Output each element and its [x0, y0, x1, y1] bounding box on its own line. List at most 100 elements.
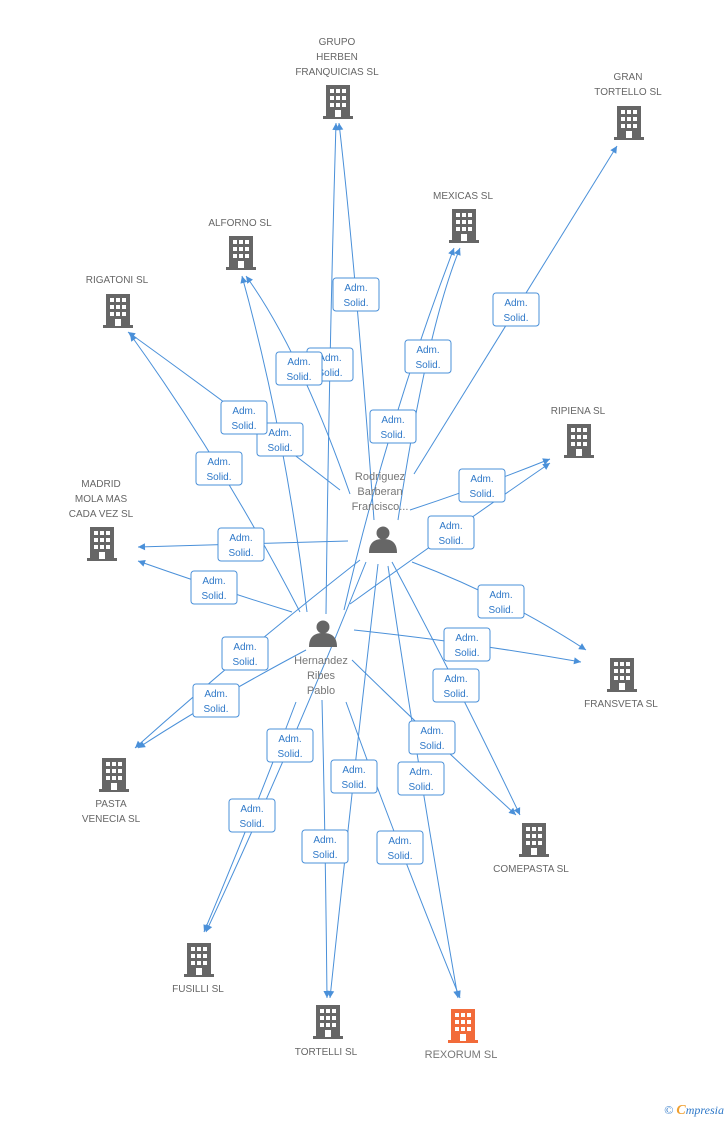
relation-label-hernandez-to-madrid-mola[interactable]: Adm.Solid. [190, 570, 238, 605]
relation-label-text: Solid. [317, 368, 342, 379]
arrow-head [454, 990, 461, 998]
company-node-gran-tortello[interactable]: GRAN TORTELLO SL [594, 72, 662, 140]
relation-label-text: Solid. [312, 850, 337, 861]
relation-label-hernandez-to-fusilli[interactable]: Adm.Solid. [228, 798, 276, 833]
relation-label-box [266, 728, 314, 763]
company-node-mexicas[interactable]: MEXICAS SL [433, 191, 493, 243]
building-icon [87, 527, 117, 561]
relation-label-text: Solid. [469, 489, 494, 500]
relation-label-hernandez-to-alforno[interactable]: Adm.Solid. [256, 422, 304, 457]
company-label: CADA VEZ SL [69, 509, 134, 520]
relation-label-text: Solid. [387, 851, 412, 862]
person-icon [369, 526, 397, 553]
company-node-grupo-herben[interactable]: GRUPO HERBEN FRANQUICIAS SL [295, 37, 379, 119]
arrow-head [610, 146, 617, 154]
relation-label-rodriguez-to-alforno[interactable]: Adm.Solid. [275, 351, 323, 386]
relation-label-box [427, 515, 475, 550]
relation-label-box [330, 759, 378, 794]
relation-label-rodriguez-to-mexicas[interactable]: Adm.Solid. [404, 339, 452, 374]
arrow-head [246, 276, 253, 284]
relation-label-text: Solid. [343, 298, 368, 309]
company-node-fusilli[interactable]: FUSILLI SL [172, 943, 224, 995]
company-label: MADRID [81, 479, 120, 490]
building-icon [103, 294, 133, 328]
relation-label-text: Adm. [278, 734, 301, 745]
company-node-rexorum[interactable]: REXORUM SL [425, 1009, 498, 1061]
building-icon [519, 823, 549, 857]
arrow-head [448, 248, 455, 256]
company-node-alforno[interactable]: ALFORNO SL [208, 218, 272, 270]
relation-label-text: Solid. [277, 749, 302, 760]
empresia-watermark: ©Cmpresia [664, 1103, 724, 1119]
relation-label-text: Solid. [443, 689, 468, 700]
arrow-head [542, 458, 550, 465]
relation-label-rodriguez-to-pasta-venecia[interactable]: Adm. Solid. [221, 636, 269, 671]
relation-label-box [443, 627, 491, 662]
relation-label-box [369, 409, 417, 444]
brand-initial: C [676, 1103, 686, 1118]
company-label: HERBEN [316, 52, 358, 63]
relation-label-rodriguez-to-grupo-herben[interactable]: Adm.Solid. [332, 277, 380, 312]
relation-label-text: Adm. [204, 689, 227, 700]
relation-label-rodriguez-to-madrid-mola[interactable]: Adm.Solid. [217, 527, 265, 562]
company-label: TORTELLI SL [295, 1047, 358, 1058]
relation-label-text: Adm. [470, 474, 493, 485]
company-label: GRUPO [319, 37, 356, 48]
relation-label-text: Adm. [233, 642, 256, 653]
relation-label-hernandez-to-comepasta[interactable]: Adm.Solid. [408, 720, 456, 755]
relation-label-hernandez-to-ripiena[interactable]: Adm.Solid. [427, 515, 475, 550]
company-node-ripiena[interactable]: RIPIENA SL [551, 406, 606, 458]
relation-label-text: Adm. [489, 590, 512, 601]
relation-label-box [220, 400, 268, 435]
company-node-comepasta[interactable]: COMEPASTA SL [493, 823, 569, 875]
relation-label-text: Adm. [504, 298, 527, 309]
company-label: GRAN [614, 72, 643, 83]
relation-label-hernandez-to-mexicas[interactable]: Adm.Solid. [369, 409, 417, 444]
relation-label-box [192, 683, 240, 718]
relation-label-box [275, 351, 323, 386]
relation-label-rodriguez-to-rexorum[interactable]: Adm. Solid. [397, 761, 445, 796]
relation-label-hernandez-to-fransveta[interactable]: Adm.Solid. [443, 627, 491, 662]
relation-label-hernandez-to-rexorum[interactable]: Adm.Solid. [376, 830, 424, 865]
relation-label-rodriguez-to-rigatoni[interactable]: Adm.Solid. [220, 400, 268, 435]
relation-label-rodriguez-to-fransveta[interactable]: Adm.Solid. [477, 584, 525, 619]
company-label: VENECIA SL [82, 814, 141, 825]
relation-label-text: Solid. [232, 657, 257, 668]
arrow-head [130, 334, 137, 342]
company-label: FRANQUICIAS SL [295, 67, 379, 78]
company-label: ALFORNO SL [208, 218, 272, 229]
arrow-head [240, 276, 248, 284]
company-node-rigatoni[interactable]: RIGATONI SL [86, 275, 149, 328]
company-node-tortelli[interactable]: TORTELLI SL [295, 1005, 358, 1058]
person-node-rodriguez[interactable]: RodriguezBarberanFrancisco... [352, 471, 409, 553]
relation-label-hernandez-to-pasta-venecia[interactable]: Adm. Solid. [192, 683, 240, 718]
company-label: TORTELLO SL [594, 87, 662, 98]
arrow-head [203, 924, 210, 932]
company-node-fransveta[interactable]: FRANSVETA SL [584, 658, 658, 710]
person-label: Rodriguez [355, 471, 405, 483]
relation-label-rodriguez-to-comepasta[interactable]: Adm.Solid. [432, 668, 480, 703]
relation-label-text: Solid. [408, 782, 433, 793]
arrow-head [138, 741, 146, 748]
building-icon [614, 106, 644, 140]
relation-label-rodriguez-to-fusilli[interactable]: Adm. Solid. [266, 728, 314, 763]
relation-label-text: Adm. [409, 767, 432, 778]
relation-label-rodriguez-to-gran-tortello[interactable]: Adm.Solid. [492, 292, 540, 327]
relation-label-text: Solid. [203, 704, 228, 715]
relation-label-rodriguez-to-ripiena[interactable]: Adm. Solid. [458, 468, 506, 503]
relation-label-box [228, 798, 276, 833]
relation-label-box [376, 830, 424, 865]
relation-label-hernandez-to-tortelli[interactable]: Adm.Solid. [301, 829, 349, 864]
relation-label-text: Adm. [202, 576, 225, 587]
relation-label-rodriguez-to-tortelli[interactable]: Adm.Solid. [330, 759, 378, 794]
brand-name: mpresia [685, 1103, 724, 1117]
building-icon [99, 758, 129, 792]
building-icon [564, 424, 594, 458]
relation-label-text: Solid. [286, 372, 311, 383]
relation-label-hernandez-to-rigatoni[interactable]: Adm.Solid. [195, 451, 243, 486]
building-icon [226, 236, 256, 270]
